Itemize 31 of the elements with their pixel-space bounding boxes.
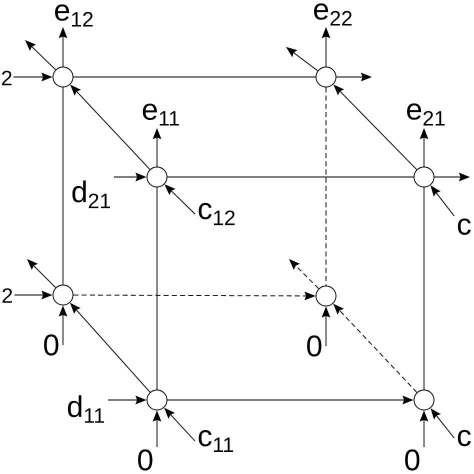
node-circle [414, 166, 434, 188]
node-circle [316, 286, 336, 306]
node-circle [316, 66, 336, 88]
variable-label: 0 [307, 335, 322, 357]
variable-label: d$_{21}$ [72, 180, 110, 208]
variable-label: e$_{11}$ [142, 104, 179, 126]
dashed-arrow [289, 259, 320, 290]
variable-label: 0 [44, 334, 58, 356]
variable-label: c$_{11}$ [198, 430, 234, 452]
arrow [25, 40, 56, 70]
arrow [27, 259, 56, 288]
variable-label: 2 [2, 70, 12, 86]
connecting-line [167, 176, 414, 178]
node-circle [146, 166, 168, 188]
node-circle [414, 390, 434, 410]
node-circle [52, 284, 74, 306]
variable-label: c [458, 218, 471, 235]
node-circle [52, 66, 74, 88]
variable-label: 2 [2, 288, 12, 303]
connecting-line [62, 87, 64, 285]
connecting-line [73, 76, 316, 78]
variable-label: e$_{12}$ [55, 4, 93, 27]
variable-label: c [458, 430, 471, 446]
variable-label: 0 [405, 449, 420, 471]
node-circle [146, 390, 168, 410]
variable-label: e$_{21}$ [407, 103, 445, 126]
variable-label: c$_{12}$ [198, 202, 235, 226]
variable-label: e$_{22}$ [314, 3, 352, 26]
connecting-line [156, 187, 158, 390]
variable-label: d$_{11}$ [68, 395, 104, 423]
variable-label: 0 [138, 449, 152, 471]
